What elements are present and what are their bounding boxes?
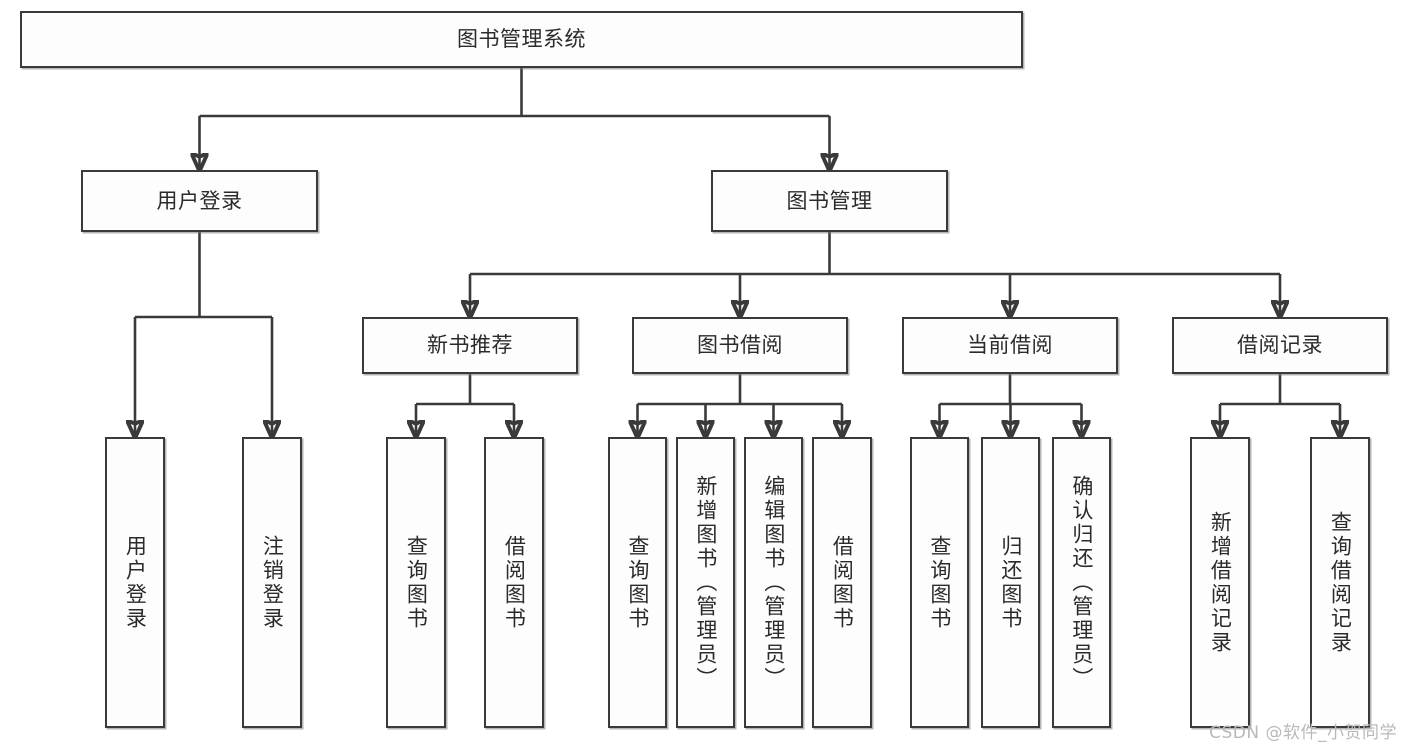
node-leaf-confirm-return[interactable]: 确认归还（管理员） bbox=[1052, 437, 1111, 728]
node-root-book-management-system[interactable]: 图书管理系统 bbox=[20, 11, 1023, 68]
node-leaf-edit-book-label: 编辑图书（管理员） bbox=[761, 474, 786, 691]
node-leaf-confirm-return-label: 确认归还（管理员） bbox=[1069, 474, 1094, 691]
node-leaf-return-book-label: 归还图书 bbox=[998, 534, 1023, 631]
node-book-borrow-label: 图书借阅 bbox=[697, 333, 783, 358]
node-book-management[interactable]: 图书管理 bbox=[711, 170, 948, 232]
node-leaf-user-login[interactable]: 用户登录 bbox=[105, 437, 165, 728]
node-leaf-user-logout-label: 注销登录 bbox=[260, 534, 285, 631]
node-book-management-label: 图书管理 bbox=[786, 188, 873, 213]
node-leaf-query-book-current[interactable]: 查询图书 bbox=[910, 437, 969, 728]
node-current-borrow-label: 当前借阅 bbox=[967, 333, 1053, 358]
node-leaf-add-book[interactable]: 新增图书（管理员） bbox=[676, 437, 735, 728]
node-leaf-borrow-book-recommend-label: 借阅图书 bbox=[502, 534, 527, 631]
node-leaf-query-book-recommend-label: 查询图书 bbox=[404, 534, 429, 631]
node-leaf-query-book-borrow[interactable]: 查询图书 bbox=[608, 437, 667, 728]
node-user-login[interactable]: 用户登录 bbox=[81, 170, 318, 232]
node-user-login-label: 用户登录 bbox=[156, 188, 243, 213]
node-leaf-add-borrow-record[interactable]: 新增借阅记录 bbox=[1190, 437, 1250, 728]
node-leaf-user-logout[interactable]: 注销登录 bbox=[242, 437, 302, 728]
node-leaf-borrow-book-recommend[interactable]: 借阅图书 bbox=[484, 437, 544, 728]
node-new-book-recommend[interactable]: 新书推荐 bbox=[362, 317, 578, 374]
node-root-label: 图书管理系统 bbox=[457, 27, 586, 52]
node-leaf-add-borrow-record-label: 新增借阅记录 bbox=[1208, 510, 1233, 655]
node-borrow-record-label: 借阅记录 bbox=[1237, 333, 1323, 358]
node-book-borrow[interactable]: 图书借阅 bbox=[632, 317, 848, 374]
node-leaf-query-book-current-label: 查询图书 bbox=[927, 534, 952, 631]
node-borrow-record[interactable]: 借阅记录 bbox=[1172, 317, 1388, 374]
node-leaf-user-login-label: 用户登录 bbox=[123, 534, 148, 631]
node-leaf-add-book-label: 新增图书（管理员） bbox=[693, 474, 718, 691]
node-leaf-borrow-book[interactable]: 借阅图书 bbox=[812, 437, 872, 728]
node-new-book-recommend-label: 新书推荐 bbox=[427, 333, 513, 358]
node-leaf-query-book-borrow-label: 查询图书 bbox=[625, 534, 650, 631]
node-leaf-query-borrow-record[interactable]: 查询借阅记录 bbox=[1310, 437, 1370, 728]
node-leaf-borrow-book-label: 借阅图书 bbox=[830, 534, 855, 631]
node-leaf-return-book[interactable]: 归还图书 bbox=[981, 437, 1040, 728]
node-current-borrow[interactable]: 当前借阅 bbox=[902, 317, 1118, 374]
node-leaf-query-book-recommend[interactable]: 查询图书 bbox=[386, 437, 446, 728]
watermark: CSDN @软件_小贺同学 bbox=[1209, 723, 1397, 743]
node-leaf-query-borrow-record-label: 查询借阅记录 bbox=[1328, 510, 1353, 655]
node-leaf-edit-book[interactable]: 编辑图书（管理员） bbox=[744, 437, 803, 728]
